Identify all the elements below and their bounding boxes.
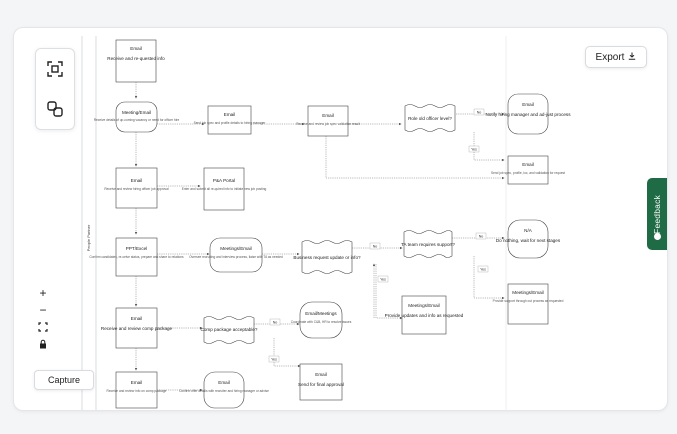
svg-text:Meetings/Email: Meetings/Email — [220, 246, 251, 251]
flowchart-canvas[interactable]: People Partner — [14, 28, 667, 410]
svg-text:Oversee recruiting and intervi: Oversee recruiting and interview process… — [189, 255, 283, 259]
svg-text:Email: Email — [224, 112, 236, 117]
svg-text:PPT/Excel: PPT/Excel — [126, 246, 147, 251]
svg-text:Receive and re-quested info: Receive and re-quested info — [107, 56, 165, 61]
svg-text:Email: Email — [131, 178, 143, 183]
swimlane: People Partner — [81, 36, 507, 410]
svg-text:Receive and review job spec va: Receive and review job spec validation r… — [296, 122, 360, 126]
node-pa-portal[interactable]: P&A Portal Enter and submit all re-quire… — [182, 167, 267, 211]
svg-text:Notify hiring manager and ad-j: Notify hiring manager and ad-just proces… — [485, 112, 571, 117]
node-email-confirm-offer[interactable]: Email Confirm offer details with recruit… — [179, 371, 269, 409]
svg-text:Email: Email — [522, 102, 534, 107]
svg-text:Provide support through out pr: Provide support through out process as r… — [493, 299, 564, 303]
edge-label-yes: Yes — [271, 358, 277, 362]
lane-label: People Partner — [86, 224, 91, 251]
node-meetings-email-oversee[interactable]: Meetings/Email Oversee recruiting and in… — [189, 237, 283, 273]
svg-text:Email: Email — [131, 316, 143, 321]
nodes: Email Receive and re-quested info Meetin… — [89, 39, 571, 409]
svg-text:TA team requires support?: TA team requires support? — [401, 242, 455, 247]
svg-text:Enter and submit all re-quired: Enter and submit all re-quired info to i… — [182, 187, 267, 191]
edge-label-no: No — [479, 235, 484, 239]
svg-text:Confirm offer details with rec: Confirm offer details with recruiter and… — [179, 389, 269, 393]
node-meetings-email-support[interactable]: Meetings/Email Provide support through o… — [493, 283, 564, 325]
fit-select-icon[interactable] — [44, 58, 66, 80]
node-ppt-excel[interactable]: PPT/Excel Confirm candidates, re-ceive s… — [89, 237, 184, 277]
svg-text:Email: Email — [315, 372, 327, 377]
svg-text:Email: Email — [522, 162, 534, 167]
zoom-controls: + − — [34, 286, 52, 351]
node-email-receive-comp-info[interactable]: Email Receive and review info on comp pa… — [107, 371, 167, 409]
edges — [134, 82, 505, 392]
chat-bubble-icon — [653, 233, 661, 240]
export-label: Export — [595, 51, 625, 63]
zoom-out-button[interactable]: − — [39, 303, 47, 317]
svg-text:Coordinate with C&B, HR to res: Coordinate with C&B, HR to resolve issue… — [291, 320, 352, 324]
feedback-tab[interactable]: Feedback — [647, 178, 667, 250]
feedback-label: Feedback — [652, 194, 662, 234]
svg-text:P&A Portal: P&A Portal — [213, 178, 235, 183]
tool-palette — [35, 48, 75, 130]
svg-text:Receive and review hiring offi: Receive and review hiring officer job ap… — [104, 187, 169, 191]
svg-text:Email: Email — [322, 113, 334, 118]
svg-text:Confirm candidates, re-ceive s: Confirm candidates, re-ceive status, pre… — [89, 255, 184, 259]
svg-text:Role old officer level?: Role old officer level? — [408, 116, 452, 121]
edge-label-no: No — [373, 245, 378, 249]
svg-text:Email: Email — [218, 380, 230, 385]
edge-label-yes: Yes — [380, 278, 386, 282]
fit-view-icon[interactable] — [36, 320, 50, 334]
node-meeting-email-vacancy[interactable]: Meeting/Email Receive details of up-comi… — [94, 101, 180, 133]
svg-text:Receive and review comp packag: Receive and review comp package — [101, 326, 173, 331]
node-email-review-validation[interactable]: Email Receive and review job spec valida… — [296, 105, 360, 137]
edge-label-yes: Yes — [471, 148, 477, 152]
export-button[interactable]: Export — [585, 46, 647, 68]
svg-text:Send for final approval: Send for final approval — [298, 382, 344, 387]
node-email-send-job-profile[interactable]: Email Send job spec, profile, loc, and v… — [491, 155, 565, 185]
edge-label-yes: Yes — [480, 268, 486, 272]
node-email-send-job-spec[interactable]: Email Send job spec and profile details … — [194, 105, 267, 135]
svg-text:Email: Email — [131, 380, 143, 385]
node-email-final-approval[interactable]: Email Send for final approval — [298, 363, 344, 401]
svg-text:Send job spec, profile, loc, a: Send job spec, profile, loc, and validat… — [491, 171, 565, 175]
svg-text:N/A: N/A — [524, 228, 533, 233]
edge-labels: No Yes No No Yes Yes No Yes — [268, 108, 489, 363]
svg-text:Meetings/Email: Meetings/Email — [408, 303, 439, 308]
download-icon — [628, 52, 636, 63]
node-email-notify-hiring-manager[interactable]: Email Notify hiring manager and ad-just … — [485, 93, 571, 135]
diagram-frame: People Partner — [13, 27, 668, 411]
svg-text:Email: Email — [130, 46, 142, 51]
node-decision-business-request[interactable]: Business request update or info? — [293, 240, 361, 274]
svg-text:Do nothing, wait for next stag: Do nothing, wait for next stages — [496, 238, 561, 243]
svg-text:Receive and review info on com: Receive and review info on comp package — [107, 389, 167, 393]
node-email-receive-info[interactable]: Email Receive and re-quested info — [107, 39, 165, 83]
node-decision-ta-support[interactable]: TA team requires support? — [401, 230, 455, 258]
zoom-in-button[interactable]: + — [39, 286, 47, 300]
node-na-do-nothing[interactable]: N/A Do nothing, wait for next stages — [496, 219, 561, 259]
node-meetings-email-updates[interactable]: Meetings/Email Provide updates and info … — [385, 295, 464, 335]
svg-text:Send job spec and profile deta: Send job spec and profile details to hir… — [194, 121, 267, 125]
edge-label-no: No — [273, 321, 278, 325]
svg-text:Meetings/Email: Meetings/Email — [512, 290, 543, 295]
node-decision-comp-acceptable[interactable]: Comp package acceptable? — [201, 316, 258, 344]
svg-text:Provide updates and info as re: Provide updates and info as requested — [385, 313, 464, 318]
node-email-review-comp[interactable]: Email Receive and review comp package — [101, 307, 173, 349]
node-email-meetings-coordinate[interactable]: Email/Meetings Coordinate with C&B, HR t… — [291, 301, 352, 339]
edge-label-no: No — [477, 111, 482, 115]
capture-button[interactable]: Capture — [34, 370, 94, 390]
node-decision-role-level[interactable]: Role old officer level? — [404, 104, 456, 132]
svg-text:Receive details of up-coming v: Receive details of up-coming vacancy or … — [94, 118, 180, 122]
node-email-review-approval[interactable]: Email Receive and review hiring officer … — [104, 167, 169, 209]
lock-icon[interactable] — [36, 337, 50, 351]
svg-text:Comp package acceptable?: Comp package acceptable? — [201, 327, 258, 332]
svg-text:Email/Meetings: Email/Meetings — [305, 311, 337, 316]
group-icon[interactable] — [44, 98, 66, 120]
svg-text:Business request update or inf: Business request update or info? — [293, 255, 361, 260]
svg-text:Meeting/Email: Meeting/Email — [122, 110, 151, 115]
